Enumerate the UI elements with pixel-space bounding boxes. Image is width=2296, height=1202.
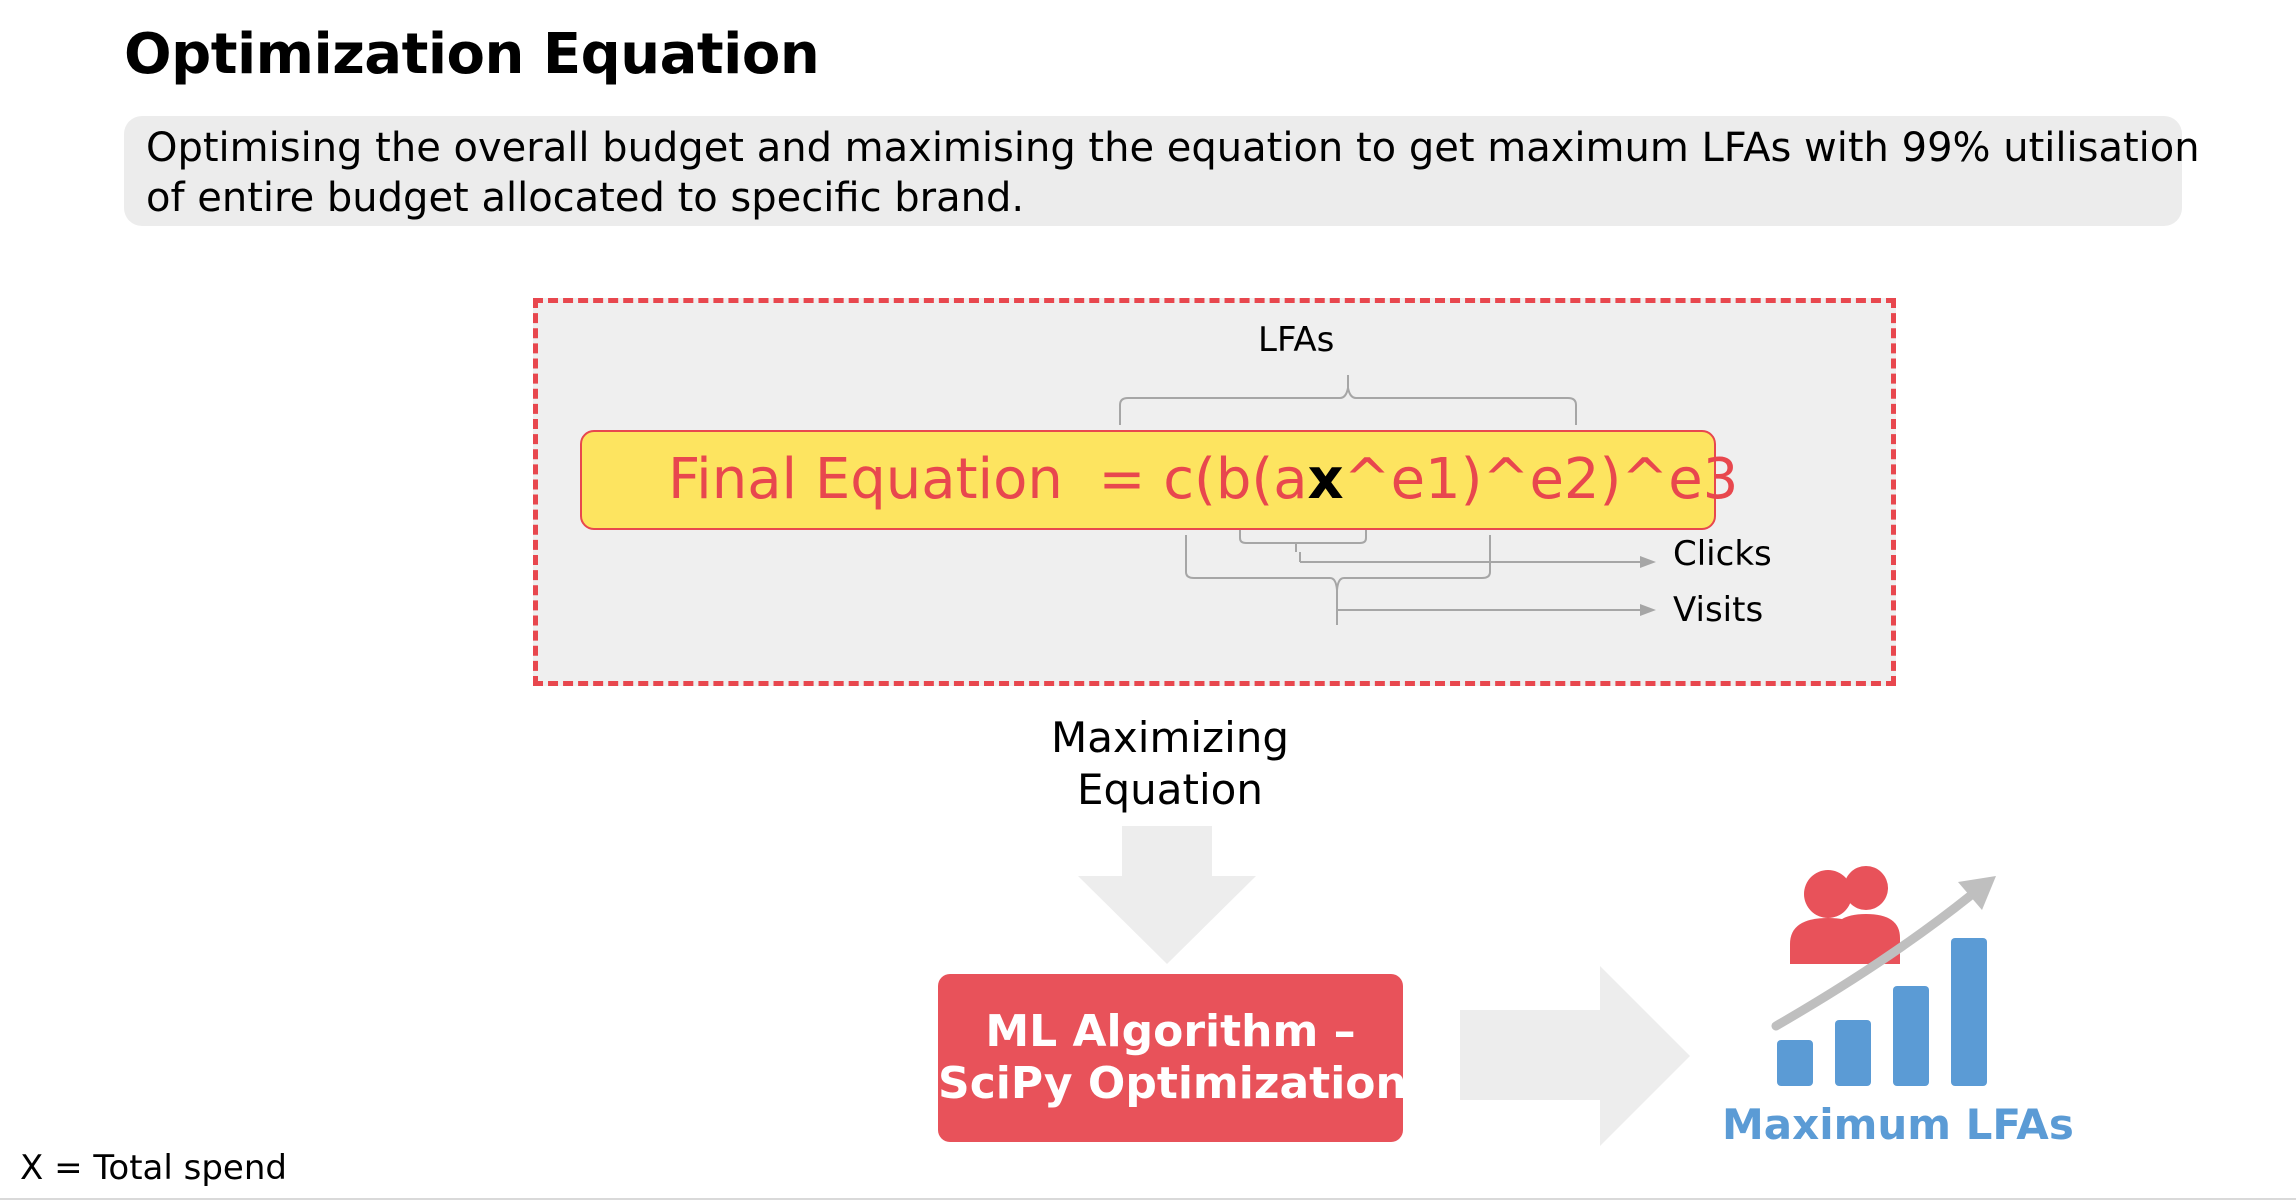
- lfas-label: LFAs: [1258, 320, 1335, 360]
- maximizing-equation-label: Maximizing Equation: [1000, 712, 1340, 816]
- algorithm-line-2: SciPy Optimization: [938, 1058, 1407, 1109]
- growth-chart-icon: [1771, 876, 1996, 1086]
- maximizing-line-2: Equation: [1076, 765, 1263, 814]
- equation-prefix: Final Equation = c(b(a: [668, 447, 1308, 512]
- maximizing-line-1: Maximizing: [1050, 713, 1290, 762]
- equation-variable: x: [1307, 447, 1344, 512]
- footnote: X = Total spend: [20, 1148, 287, 1188]
- description-box: Optimising the overall budget and maximi…: [124, 116, 2200, 226]
- ml-algorithm-box: ML Algorithm – SciPy Optimization: [938, 974, 1407, 1142]
- description-line-2: of entire budget allocated to specific b…: [146, 175, 1025, 221]
- bottom-divider: [0, 1198, 2296, 1200]
- down-arrow-icon: [1078, 826, 1256, 964]
- visits-label: Visits: [1673, 590, 1764, 630]
- maximum-lfas-label: Maximum LFAs: [1722, 1100, 2074, 1149]
- clicks-brace: [1239, 530, 1367, 552]
- right-arrow-icon: [1460, 966, 1690, 1146]
- page-title: Optimization Equation: [124, 22, 820, 87]
- algorithm-line-1: ML Algorithm –: [985, 1006, 1356, 1057]
- final-equation: Final Equation = c(b(ax^e1)^e2)^e3: [668, 440, 1738, 520]
- people-icon: [1790, 866, 1900, 964]
- final-equation-box: [580, 430, 1716, 530]
- description-line-1: Optimising the overall budget and maximi…: [146, 125, 2200, 171]
- lfas-brace: [1119, 375, 1577, 425]
- equation-suffix: ^e1)^e2)^e3: [1343, 447, 1739, 512]
- clicks-label: Clicks: [1673, 534, 1772, 574]
- visits-brace: [1185, 535, 1491, 625]
